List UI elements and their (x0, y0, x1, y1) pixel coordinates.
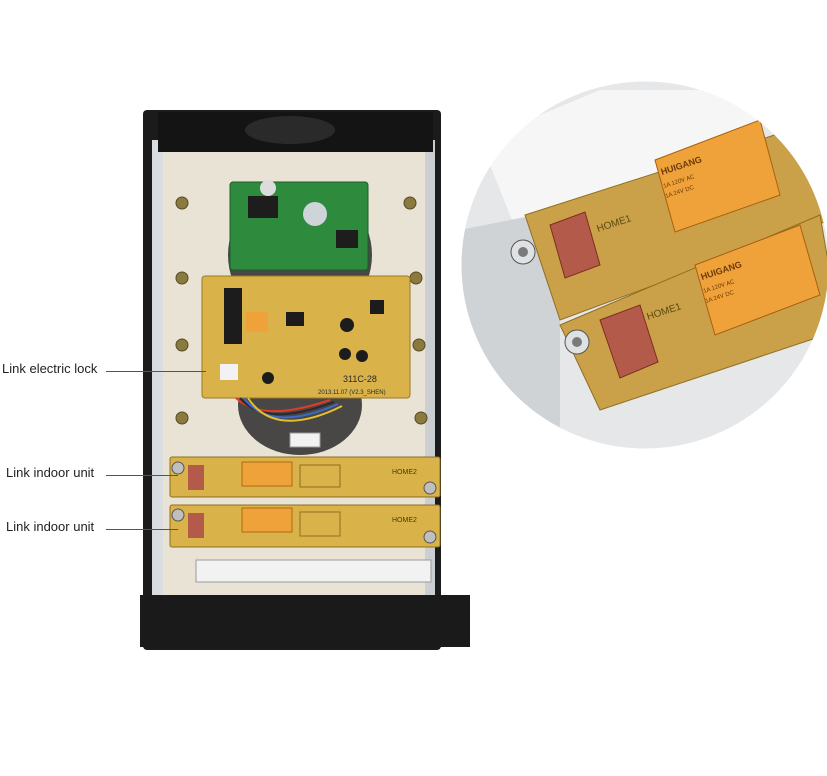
callout-line-indoor-unit-1 (106, 475, 178, 476)
board-date-print: 2013.11.07 (V2.3_SHEN) (318, 390, 386, 396)
magnified-relay-inset: HUIGANG 1A 120V AC 1A 24V DC HOME1 HUIGA… (460, 80, 827, 450)
callout-electric-lock: Link electric lock (2, 361, 98, 376)
inset-border (458, 78, 827, 452)
port-label-home2-a: HOME2 (392, 469, 417, 476)
wires (235, 397, 343, 448)
board-model-print: 311C-28 (343, 374, 377, 384)
main-control-board: 311C-28 2013.11.07 (V2.3_SHEN) (201, 275, 411, 399)
callout-line-electric-lock (106, 371, 206, 372)
callout-line-indoor-unit-2 (106, 529, 178, 530)
port-label-home2-b: HOME2 (392, 517, 417, 524)
callout-indoor-unit-1: Link indoor unit (6, 465, 95, 480)
relay-board-home1: HOME2 (169, 456, 441, 498)
camera-board (229, 180, 369, 271)
frame-screws (175, 196, 428, 425)
relay-board-home2: HOME2 (169, 504, 441, 548)
callout-indoor-unit-2: Link indoor unit (6, 519, 95, 534)
